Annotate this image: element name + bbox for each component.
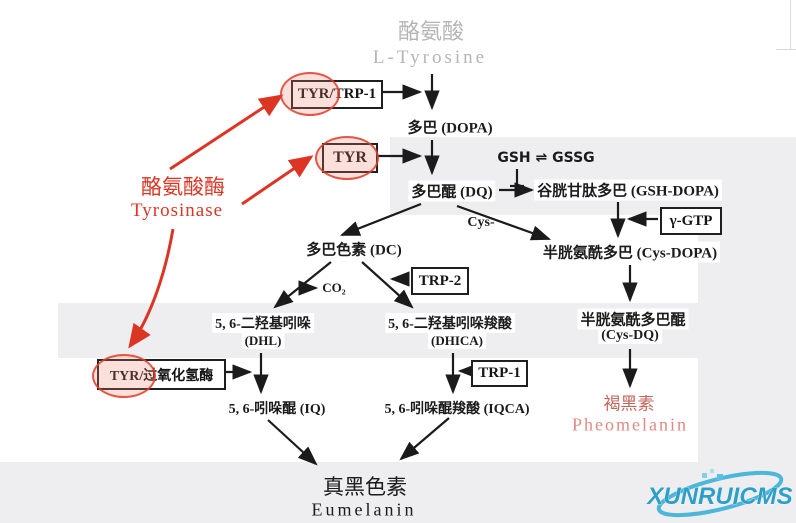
node-dhl-en: (DHL) — [241, 333, 285, 349]
label-tyrosinase-en: Tyrosinase — [130, 200, 224, 221]
node-eumelanin-zh: 真黑色素 — [323, 475, 407, 499]
node-pheomelanin-zh: 褐黑素 — [603, 394, 655, 414]
logo-swoosh-ellipse — [656, 470, 784, 518]
node-dhica-en: (DHICA) — [428, 333, 486, 349]
label-cys: Cys- — [467, 215, 495, 230]
node-gsh-gssg: GSH ⇌ GSSG — [497, 150, 595, 166]
arrow-iqca-to-eumelanin — [399, 417, 450, 461]
label-co2: CO₂ — [322, 280, 346, 295]
arrow-iq-to-eumelanin — [267, 419, 318, 466]
node-dq: 多巴醌 (DQ) — [408, 180, 496, 202]
enzyme-box-tyr: TYR — [322, 143, 378, 173]
arrow-dq-to-cysdopa — [456, 204, 552, 241]
node-gsh-dopa: 谷胱甘肽多巴 (GSH-DOPA) — [534, 179, 722, 201]
node-pheomelanin-en: Pheomelanin — [572, 414, 688, 435]
node-cys-dopa: 半胱氨酰多巴 (Cys-DOPA) — [539, 241, 721, 263]
node-dopa: 多巴 (DOPA) — [407, 120, 493, 137]
arrow-dc-to-dhica — [361, 261, 414, 309]
logo-dot — [702, 473, 707, 478]
red-arrows — [128, 94, 314, 349]
logo-dot — [717, 474, 723, 480]
node-eumelanin-en: Eumelanin — [311, 499, 417, 520]
logo-text: XUNRUICMS — [646, 483, 793, 510]
red-arrow-to-tyrperoxidase — [128, 228, 175, 349]
scan-edge-line — [776, 49, 796, 50]
red-arrow-to-tyrtrp1 — [169, 94, 284, 171]
enzyme-box-trp2: TRP-2 — [411, 267, 469, 295]
label-tyrosinase-zh: 酪氨酸酶 — [141, 175, 225, 199]
enzyme-box-tyr-peroxidase: TYR/过氧化氢酶 — [97, 359, 226, 390]
black-arrows — [224, 74, 658, 466]
node-dhica-zh: 5, 6-二羟基吲哚羧酸 — [385, 313, 515, 333]
node-cys-dq-zh: 半胱氨酰多巴醌 — [577, 308, 689, 330]
node-dhl-zh: 5, 6-二羟基吲哚 — [212, 313, 314, 333]
node-dc: 多巴色素 (DC) — [306, 242, 402, 259]
scan-edge-line — [790, 0, 791, 49]
enzyme-box-gamma-gtp: γ-GTP — [660, 207, 722, 235]
logo-dot — [710, 469, 714, 473]
node-tyrosine-en: L-Tyrosine — [372, 47, 488, 68]
enzyme-box-trp1: TRP-1 — [471, 360, 528, 387]
node-iq: 5, 6-吲哚醌 (IQ) — [228, 402, 326, 417]
node-tyrosine-zh: 酪氨酸 — [397, 19, 465, 44]
xunruicms-logo-svg: XUNRUICMS — [645, 469, 793, 518]
red-arrow-to-tyr — [241, 155, 314, 206]
node-cys-dq-en: (Cys-DQ) — [598, 328, 662, 344]
node-iqca: 5, 6-吲哚醌羧酸 (IQCA) — [384, 402, 530, 417]
enzyme-box-tyr-trp1: TYR/TRP-1 — [291, 80, 383, 109]
xunruicms-logo: XUNRUICMS — [645, 464, 794, 523]
arrow-dq-to-dc — [339, 202, 422, 237]
